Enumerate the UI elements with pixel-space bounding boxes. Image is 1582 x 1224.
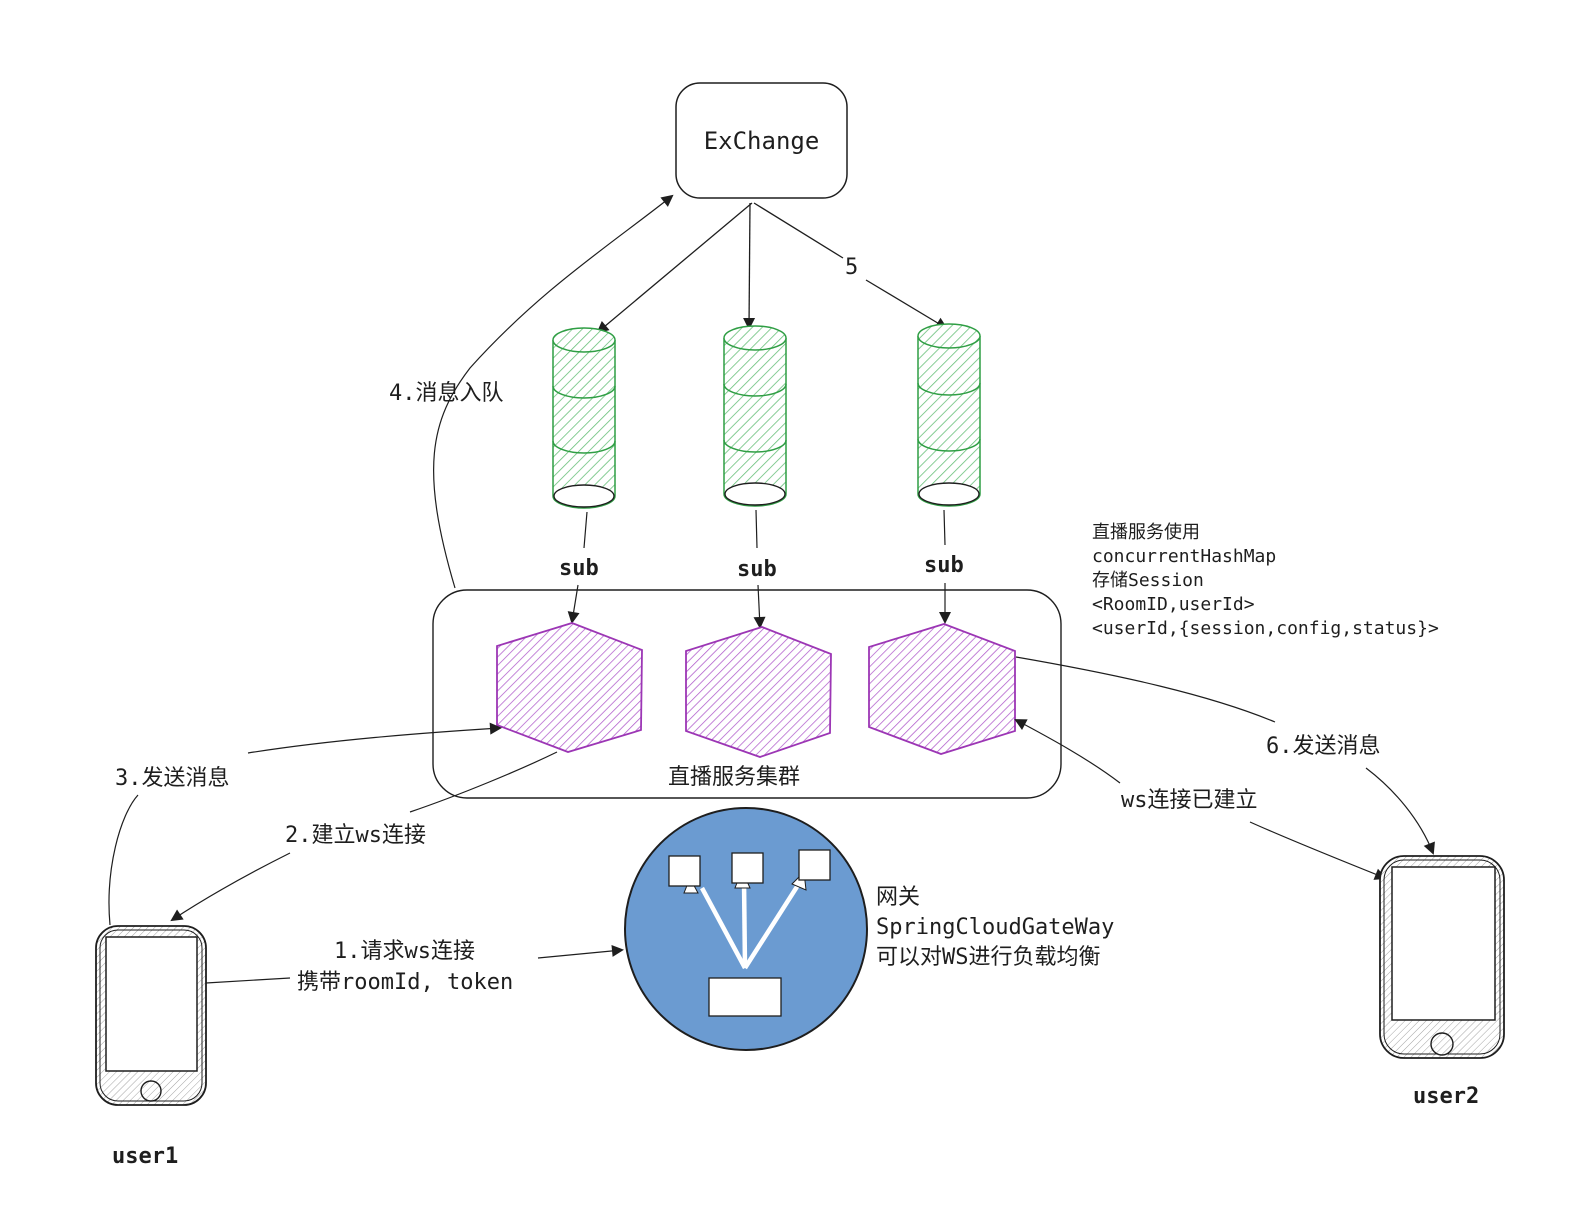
step1-label-line2: 携带roomId, token (297, 970, 514, 995)
note-line-2: concurrentHashMap (1092, 546, 1277, 567)
queue-3 (917, 323, 981, 507)
service-node-3 (868, 623, 1016, 755)
sub-label-3: sub (924, 553, 964, 578)
sub-label-1: sub (559, 556, 599, 581)
sub1-to-service1-arrow (567, 584, 580, 624)
service-cluster-frame (432, 589, 1062, 799)
ws-established-arrow-part2 (1249, 821, 1387, 880)
user2-label: user2 (1413, 1084, 1480, 1109)
ws-connect-arrow-part2 (170, 852, 291, 922)
queue3-to-sub-line (943, 509, 946, 546)
note-line-1: 直播服务使用 (1092, 522, 1200, 543)
service-node-2 (685, 626, 832, 758)
ws-established-arrow-part1 (1014, 719, 1121, 784)
gateway-note: 网关 SpringCloudGateWay 可以对WS进行负载均衡 (876, 883, 1114, 973)
step1-label-line1: 1.请求ws连接 (334, 939, 475, 964)
note-line-5: <userId,{session,config,status}> (1092, 618, 1439, 639)
ws-connect-arrow-part1 (409, 751, 558, 813)
exchange-to-queue1-arrow (596, 202, 753, 334)
send-message-arrow (108, 794, 139, 926)
gateway-icon (624, 807, 868, 1051)
user1-phone-icon (95, 925, 207, 1106)
exchange-label: ExChange (703, 127, 820, 155)
note-line-3: 存储Session (1092, 570, 1204, 591)
session-note: 直播服务使用 concurrentHashMap 存储Session <Room… (1092, 521, 1439, 641)
exchange-to-queue2-arrow (743, 202, 756, 330)
ws-established-label: ws连接已建立 (1121, 788, 1258, 813)
step5-label: 5 (845, 255, 859, 280)
queue1-to-sub-line (583, 511, 588, 549)
send-to-user2-arrow-part2 (1365, 767, 1435, 855)
exchange-to-queue3-arrow-part2 (865, 279, 948, 330)
note-line-4: <RoomID,userId> (1092, 594, 1255, 615)
enqueue-arrow (433, 194, 674, 589)
gateway-line-3: 可以对WS进行负载均衡 (876, 945, 1101, 970)
queue-1 (552, 327, 616, 509)
exchange-to-queue3-arrow-part1 (753, 202, 844, 259)
step3-label: 3.发送消息 (115, 766, 230, 791)
user2-phone-icon (1379, 855, 1505, 1059)
step4-label: 4.消息入队 (389, 381, 504, 406)
step2-label: 2.建立ws连接 (285, 823, 426, 848)
user1-label: user1 (112, 1144, 179, 1169)
send-message-arrow-head (247, 722, 502, 754)
request-ws-arrow (537, 944, 624, 959)
request-ws-line (205, 977, 291, 984)
gateway-line-2: SpringCloudGateWay (876, 915, 1115, 940)
queue2-to-sub-line (755, 509, 758, 549)
service-node-1 (496, 622, 643, 753)
queue-2 (723, 325, 787, 507)
gateway-line-1: 网关 (876, 885, 921, 910)
sub-label-2: sub (737, 557, 777, 582)
cluster-label: 直播服务集群 (668, 765, 801, 790)
sub2-to-service2-arrow (753, 584, 766, 629)
send-to-user2-arrow-part1 (1015, 656, 1276, 723)
exchange-box (675, 82, 848, 199)
step6-label: 6.发送消息 (1266, 734, 1381, 759)
